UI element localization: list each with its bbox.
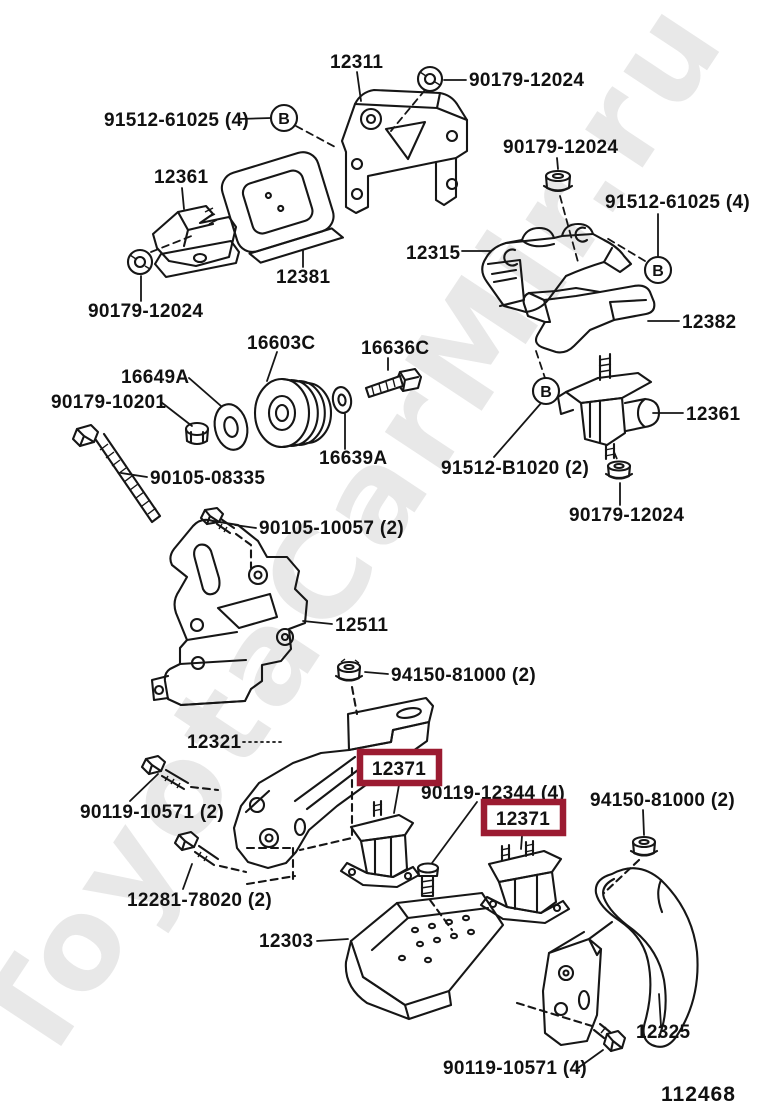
label-12361-left: 12361 xyxy=(154,167,208,188)
diagram-code: 112468 xyxy=(661,1083,736,1106)
callout-circle-b-right: B xyxy=(643,255,673,285)
label-94150-81000-right: 94150-81000 (2) xyxy=(590,790,735,811)
label-12311: 12311 xyxy=(330,52,383,73)
bolt-icon-90119-10571-bottom xyxy=(515,1001,627,1053)
part-12361-left-insulator xyxy=(151,204,241,279)
label-90179-12024-top: 90179-12024 xyxy=(469,70,584,91)
label-90179-10201: 90179-10201 xyxy=(51,392,166,413)
label-12371-highlight-2: 12371 xyxy=(496,809,550,830)
label-16636C: 16636C xyxy=(361,338,429,359)
label-16649A: 16649A xyxy=(121,367,189,388)
part-number-labels: 12311 90179-12024 91512-61025 (4) 12361 … xyxy=(51,52,750,1079)
label-12361-right: 12361 xyxy=(686,404,740,425)
label-12325: 12325 xyxy=(636,1022,690,1043)
callout-circle-b-left: B xyxy=(269,103,299,133)
label-91512-B1020: 91512-B1020 (2) xyxy=(441,458,589,479)
bolt-icon-12281-78020 xyxy=(173,830,248,874)
label-12315: 12315 xyxy=(406,243,460,264)
label-12321: 12321 xyxy=(187,732,241,753)
part-12511-engine-bracket xyxy=(150,518,309,707)
nut-icon-top xyxy=(416,65,444,93)
label-12281-78020: 12281-78020 (2) xyxy=(127,890,272,911)
highlight-box-12371-2: 12371 xyxy=(480,798,567,837)
label-90119-10571-4: 90119-10571 (4) xyxy=(443,1058,587,1079)
part-pulley-set xyxy=(184,367,423,451)
highlight-box-12371-1: 12371 xyxy=(356,748,443,787)
part-12303-plate xyxy=(344,891,505,1021)
part-12325-bracket xyxy=(541,867,699,1048)
leader-lines xyxy=(120,71,684,1069)
callout-circle-b-mid: B xyxy=(531,376,561,406)
nut-icon-right-top xyxy=(542,169,574,193)
nut-icon-94150-left xyxy=(334,658,364,716)
nut-icon-94150-right xyxy=(602,835,659,895)
label-16639A: 16639A xyxy=(319,448,387,469)
label-90179-12024-left: 90179-12024 xyxy=(88,301,203,322)
part-12371-insulator-2 xyxy=(479,839,571,925)
label-90119-10571-2: 90119-10571 (2) xyxy=(80,802,224,823)
part-12315-bracket xyxy=(481,222,633,314)
label-12303: 12303 xyxy=(259,931,313,952)
bolt-icon-90119-10571-upper xyxy=(140,754,220,792)
callout-letter: B xyxy=(652,263,664,280)
callout-letter: B xyxy=(278,111,290,128)
watermark-text: ToyotaCarMir.ru xyxy=(0,0,754,1089)
nut-icon-left xyxy=(126,248,154,276)
label-90179-12024-right: 90179-12024 xyxy=(503,137,618,158)
part-12311-mounting-bracket xyxy=(340,88,469,215)
label-90105-08335: 90105-08335 xyxy=(150,468,265,489)
label-16603C: 16603C xyxy=(247,333,315,354)
label-12371-highlight-1: 12371 xyxy=(372,759,426,780)
label-94150-81000-left: 94150-81000 (2) xyxy=(391,665,536,686)
nut-icon-below-right-insulator xyxy=(604,460,634,480)
label-91512-61025-left: 91512-61025 (4) xyxy=(104,110,249,131)
label-12381: 12381 xyxy=(276,267,330,288)
bolt-icon-90105-08335 xyxy=(71,423,162,524)
part-12371-insulator-1 xyxy=(339,799,421,889)
label-90179-12024-mid: 90179-12024 xyxy=(569,505,684,526)
part-12381-cover xyxy=(220,151,344,264)
part-12321-bracket xyxy=(232,696,435,886)
label-12382: 12382 xyxy=(682,312,736,333)
part-12361-right-insulator xyxy=(556,352,661,461)
part-12382-shield xyxy=(522,284,656,354)
label-12511: 12511 xyxy=(335,615,388,636)
label-91512-61025-right: 91512-61025 (4) xyxy=(605,192,750,213)
label-90105-10057: 90105-10057 (2) xyxy=(259,518,404,539)
callout-letter: B xyxy=(540,384,552,401)
